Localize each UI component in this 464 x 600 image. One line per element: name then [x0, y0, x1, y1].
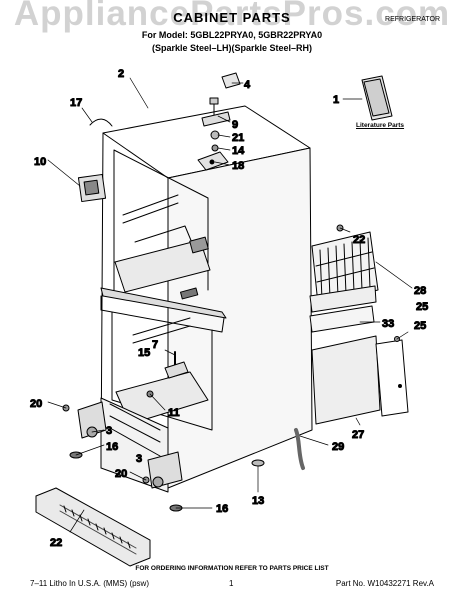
literature-booklet [361, 75, 393, 121]
callout-11: 11 [168, 407, 180, 419]
callout-9: 9 [232, 119, 238, 131]
footer-page-number: 1 [229, 579, 234, 588]
callout-22: 22 [50, 537, 62, 549]
callout-2: 2 [118, 68, 124, 80]
callout-1: 1 [333, 94, 339, 106]
callout-14: 14 [232, 145, 245, 157]
footer-litho: 7–11 Litho In U.S.A. (MMS) (psw) [30, 579, 149, 588]
callout-17: 17 [70, 97, 82, 109]
wire-harness-17 [89, 118, 113, 127]
label-4 [221, 72, 241, 89]
cover-strip-33 [309, 285, 377, 313]
callout-7: 7 [152, 339, 158, 351]
callout-28: 28 [414, 285, 426, 297]
model-line: For Model: 5GBL22PRYA0, 5GBR22PRYA0 [141, 30, 323, 40]
callout-13: 13 [252, 495, 264, 507]
callout-33: 33 [382, 318, 394, 330]
control-box-10 [77, 173, 107, 203]
lower-left-hinge [62, 401, 107, 459]
variant-line: (Sparkle Steel–LH)(Sparkle Steel–RH) [151, 43, 313, 53]
lower-right-hinge [142, 451, 183, 512]
callout-27: 25 [414, 320, 426, 332]
toe-grille-22 [35, 487, 151, 567]
callout-10: 10 [34, 156, 46, 168]
callout-29: 27 [352, 429, 364, 441]
cover-plate-27 [375, 339, 409, 417]
callout-3-right: 3 [136, 453, 142, 465]
cabinet-shell [100, 105, 313, 493]
callout-20-left: 20 [30, 398, 42, 410]
callout-25-top: 22 [353, 234, 365, 246]
callout-3-left: 3 [106, 425, 112, 437]
callout-21: 21 [232, 132, 244, 144]
callout-20-right: 20 [115, 468, 127, 480]
callout-4: 4 [244, 79, 251, 91]
callout-25-right: 25 [416, 301, 428, 313]
literature-parts-label: Literature Parts [356, 122, 405, 129]
rear-grille-28 [311, 231, 379, 305]
leader-lines [47, 77, 413, 533]
ordering-footnote: FOR ORDERING INFORMATION REFER TO PARTS … [135, 565, 329, 572]
page-title: CABINET PARTS [173, 10, 291, 25]
callout-18: 18 [232, 160, 244, 172]
callout-30: 29 [332, 441, 344, 453]
category-label: REFRIGERATOR [385, 16, 440, 23]
footer-part-number: Part No. W10432271 Rev.A [335, 579, 434, 588]
callout-16-left: 16 [106, 441, 118, 453]
side-panel-29 [311, 335, 381, 425]
watermark-text: AppliancePartsPros.com [13, 0, 451, 33]
top-hinge-group [197, 97, 231, 171]
callout-15: 15 [138, 347, 150, 359]
callout-16-right: 16 [216, 503, 228, 515]
